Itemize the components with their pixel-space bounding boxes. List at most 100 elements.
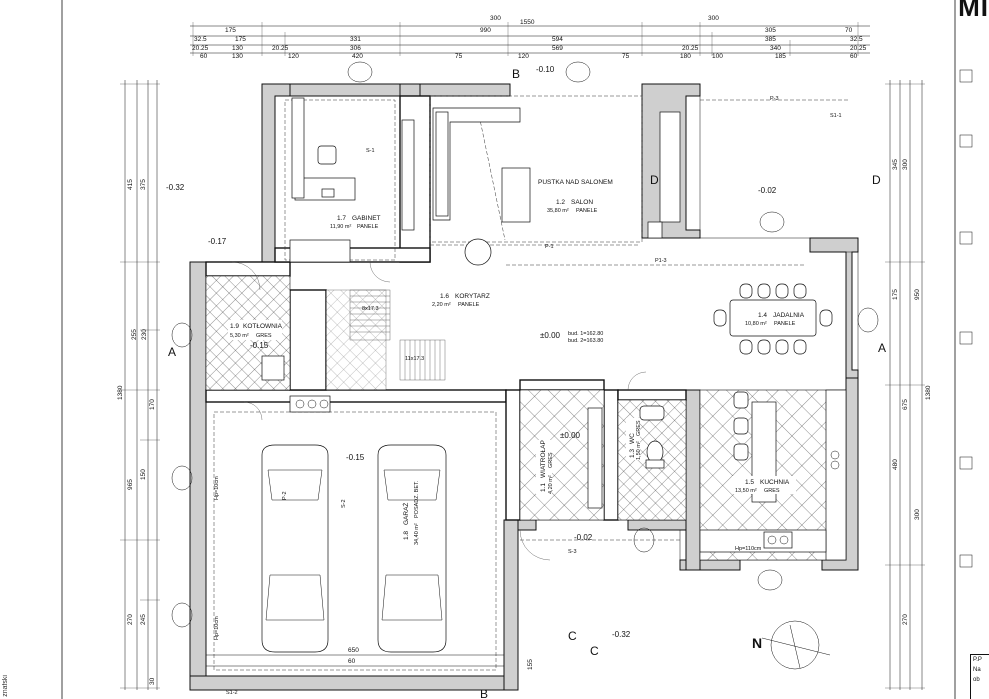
dimension-chains-left: 415 375 1380 255 230 170 965 150 270 245… bbox=[117, 80, 160, 690]
room-gabinet-name: GABINET bbox=[352, 215, 381, 222]
gabinet-furniture bbox=[289, 97, 415, 263]
room-label-kotlownia: 1.9 KOTŁOWNIA 5,30 m² GRES bbox=[228, 320, 283, 340]
tag-s3: S-3 bbox=[568, 549, 577, 555]
dim-right-0: 345 bbox=[892, 159, 899, 170]
room-korytarz-area: 2,20 m² bbox=[432, 302, 451, 308]
room-jadalnia-name: JADALNIA bbox=[773, 312, 805, 319]
dim-top-row4-2: 120 bbox=[288, 53, 299, 60]
dim-top-row4-1: 130 bbox=[232, 53, 243, 60]
level-m010: -0.10 bbox=[536, 65, 555, 74]
dim-top-row4-3: 420 bbox=[352, 53, 363, 60]
level-main-bud2: bud. 2=163.80 bbox=[568, 338, 603, 344]
room-jadalnia-area: 10,80 m² bbox=[745, 321, 767, 327]
tag-p2: P-2 bbox=[282, 491, 288, 500]
room-kotlownia-name: KOTŁOWNIA bbox=[243, 323, 283, 330]
dim-top-row2-4: 385 bbox=[765, 36, 776, 43]
dining-furniture bbox=[713, 283, 833, 355]
level-m032-bottom: -0.32 bbox=[612, 630, 631, 639]
structure-tags: S-1 S-2 S-3 P-1 P-2 P-3 S1-1 S1-2 P1-3 bbox=[226, 96, 842, 696]
room-label-wc: 1.3 WC 1,50 m² GRES bbox=[626, 418, 642, 460]
level-m015-garage: -0.15 bbox=[346, 453, 365, 462]
dim-top-row2-0: 32.5 bbox=[194, 36, 207, 43]
room-kuchnia-area: 13,50 m² bbox=[735, 488, 757, 494]
car-left bbox=[261, 444, 329, 653]
room-salon-name: SALON bbox=[571, 199, 593, 206]
dimension-chains-top: 175 990 300 1550 300 305 70 32.5 175 331… bbox=[190, 15, 870, 60]
dim-top-row3-2: 20.25 bbox=[272, 45, 289, 52]
room-garaz-name: GARAŻ bbox=[401, 503, 410, 525]
tag-p1-3: P1-3 bbox=[655, 258, 667, 264]
door-swings bbox=[231, 261, 647, 561]
dim-left-5: 170 bbox=[149, 399, 156, 410]
dim-top-row2-1: 175 bbox=[235, 36, 246, 43]
section-mark-d-right: D bbox=[872, 173, 881, 187]
dim-right-8: 270 bbox=[902, 614, 909, 625]
room-wiatrolap-finish: GRES bbox=[548, 452, 554, 468]
level-m015-kotl: -0.15 bbox=[250, 341, 269, 350]
section-mark-d-left: D bbox=[650, 173, 659, 187]
dim-top-row4-7: 180 bbox=[680, 53, 691, 60]
void-label: PUSTKA NAD SALONEM bbox=[538, 179, 613, 186]
title-block-line1: P.P bbox=[973, 657, 982, 663]
dim-top-row3-6: 340 bbox=[770, 45, 781, 52]
room-kotlownia-finish: GRES bbox=[256, 333, 272, 339]
stairs-label-lower: 11x17.3 bbox=[405, 356, 424, 362]
dim-top-row1-6: 70 bbox=[845, 27, 853, 34]
dim-top-row4-9: 185 bbox=[775, 53, 786, 60]
dim-top-row4-6: 75 bbox=[622, 53, 630, 60]
dim-left-2: 1380 bbox=[117, 385, 124, 400]
section-mark-a-left: A bbox=[168, 345, 176, 359]
room-gabinet-finish: PANELE bbox=[357, 224, 379, 230]
hp-garage-lower: Hp=10cm bbox=[214, 616, 220, 640]
room-garaz-area: 34,40 m² bbox=[414, 523, 420, 545]
level-main: ±0.00 bbox=[540, 331, 561, 340]
room-label-garaz: 1.8 GARAŻ 34,40 m² POSADZ. BET. bbox=[401, 480, 420, 545]
wc-fixtures bbox=[639, 405, 665, 469]
room-gabinet-number: 1.7 bbox=[337, 215, 346, 222]
dimension-chains-right: 345 300 950 175 480 1380 675 300 270 bbox=[885, 80, 932, 690]
room-wiatrolap-area: 4,20 m² bbox=[548, 475, 554, 494]
room-kuchnia-finish: GRES bbox=[764, 488, 780, 494]
building-outline bbox=[189, 83, 859, 691]
dim-top-row1-0: 175 bbox=[225, 27, 236, 34]
dim-left-0: 415 bbox=[127, 179, 134, 190]
room-kotlownia-number: 1.9 bbox=[230, 323, 239, 330]
window-tags bbox=[171, 61, 879, 628]
room-label-korytarz: 1.6 KORYTARZ 2,20 m² PANELE bbox=[432, 293, 490, 308]
dim-left-7: 150 bbox=[140, 469, 147, 480]
dimension-chains-bottom: 650 60 155 bbox=[206, 647, 534, 670]
tag-p1: P-1 bbox=[545, 244, 554, 250]
room-salon-finish: PANELE bbox=[576, 208, 598, 214]
north-label: N bbox=[752, 635, 762, 651]
dim-top-row3-4: 569 bbox=[552, 45, 563, 52]
dim-top-row3-7: 20.25 bbox=[850, 45, 867, 52]
header-title: MI bbox=[958, 0, 989, 22]
sheet-side-label: znafski bbox=[2, 675, 9, 697]
dim-left-6: 965 bbox=[127, 479, 134, 490]
dim-top-row1-1: 990 bbox=[480, 27, 491, 34]
room-jadalnia-finish: PANELE bbox=[774, 321, 796, 327]
kitchen-furniture bbox=[699, 389, 847, 561]
dim-bottom-2: 155 bbox=[527, 659, 534, 670]
kotlownia-fixtures bbox=[261, 355, 331, 413]
title-block-line2: Na bbox=[973, 667, 981, 673]
dim-top-row1-3: 1550 bbox=[520, 19, 535, 26]
dim-right-4: 480 bbox=[892, 459, 899, 470]
room-label-salon: 1.2 SALON 35,80 m² PANELE bbox=[547, 199, 598, 214]
room-wiatrolap-name: WIATROŁAP bbox=[540, 440, 547, 478]
hp-garage-upper: Hp=10cm bbox=[214, 476, 220, 500]
room-korytarz-number: 1.6 bbox=[440, 293, 449, 300]
section-mark-c-left: C bbox=[568, 629, 577, 643]
dim-top-row4-8: 100 bbox=[712, 53, 723, 60]
dim-top-row3-3: 306 bbox=[350, 45, 361, 52]
room-kuchnia-name: KUCHNIA bbox=[760, 479, 790, 486]
dim-left-4: 230 bbox=[141, 329, 148, 340]
section-marks: A A B B C C D D bbox=[168, 67, 886, 699]
room-korytarz-name: KORYTARZ bbox=[455, 293, 490, 300]
room-label-wiatrolap: 1.1 WIATROŁAP 4,20 m² GRES bbox=[536, 440, 554, 494]
level-entry: ±0.00 bbox=[560, 431, 581, 440]
section-mark-b-bottom: B bbox=[480, 687, 488, 699]
void-over-salon bbox=[429, 95, 643, 243]
dim-top-row4-0: 60 bbox=[200, 53, 208, 60]
